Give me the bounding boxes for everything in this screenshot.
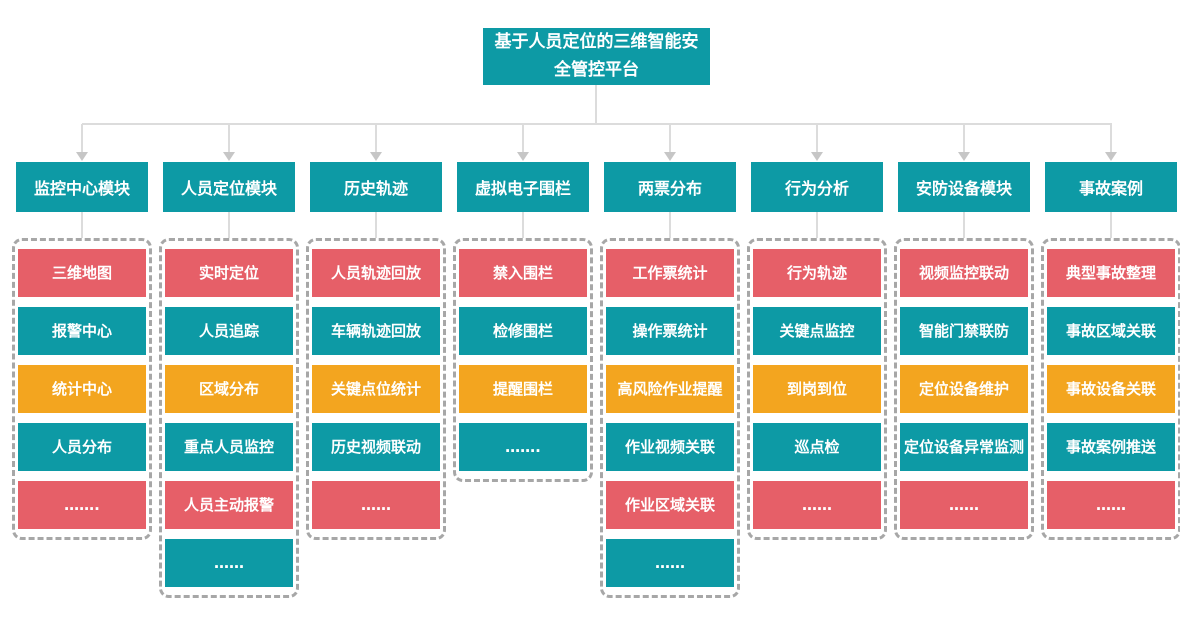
arrow-down-icon <box>76 152 88 161</box>
module-item: 实时定位 <box>165 249 293 297</box>
module-column: 行为分析 行为轨迹关键点监控到岗到位巡点检 …… <box>747 124 887 598</box>
drop-connector-line <box>816 124 818 152</box>
drop-connector-line <box>963 124 965 152</box>
module-item: 历史视频联动 <box>312 423 440 471</box>
column-items-container: 实时定位人员追踪区域分布重点人员监控人员主动报警 …… <box>159 238 299 598</box>
module-item: 定位设备维护 <box>900 365 1028 413</box>
column-items-container: 禁入围栏检修围栏提醒围栏 ……. <box>453 238 593 482</box>
header-stem-line <box>81 212 83 238</box>
header-stem-line <box>669 212 671 238</box>
column-header-1: 人员定位模块 <box>163 162 295 212</box>
module-item: 检修围栏 <box>459 307 587 355</box>
column-header-2: 历史轨迹 <box>310 162 442 212</box>
module-item: 区域分布 <box>165 365 293 413</box>
module-item: 重点人员监控 <box>165 423 293 471</box>
module-item: 智能门禁联防 <box>900 307 1028 355</box>
arrow-down-icon <box>1105 152 1117 161</box>
module-item: 车辆轨迹回放 <box>312 307 440 355</box>
header-stem-line <box>963 212 965 238</box>
module-column: 安防设备模块 视频监控联动智能门禁联防定位设备维护定位设备异常监测 …… <box>894 124 1034 598</box>
drop-connector-line <box>522 124 524 152</box>
module-item: 报警中心 <box>18 307 146 355</box>
column-header-0: 监控中心模块 <box>16 162 148 212</box>
drop-connector-line <box>1110 124 1112 152</box>
module-item: 到岗到位 <box>753 365 881 413</box>
module-column: 监控中心模块 三维地图报警中心统计中心人员分布 ……. <box>12 124 152 598</box>
column-items-container: 工作票统计操作票统计高风险作业提醒作业视频关联作业区域关联 …… <box>600 238 740 598</box>
module-item: 作业区域关联 <box>606 481 734 529</box>
module-item: 操作票统计 <box>606 307 734 355</box>
header-stem-line <box>1110 212 1112 238</box>
arrow-down-icon <box>223 152 235 161</box>
column-items-container: 人员轨迹回放车辆轨迹回放关键点位统计历史视频联动 …… <box>306 238 446 540</box>
module-item: …… <box>900 481 1028 529</box>
module-item: 工作票统计 <box>606 249 734 297</box>
drop-connector-line <box>81 124 83 152</box>
module-item: 关键点位统计 <box>312 365 440 413</box>
module-item: 人员轨迹回放 <box>312 249 440 297</box>
arrow-down-icon <box>517 152 529 161</box>
module-item: 典型事故整理 <box>1047 249 1175 297</box>
module-item: 禁入围栏 <box>459 249 587 297</box>
module-item: 人员分布 <box>18 423 146 471</box>
module-column: 事故案例 典型事故整理事故区域关联事故设备关联事故案例推送 …… <box>1041 124 1180 598</box>
module-column: 历史轨迹 人员轨迹回放车辆轨迹回放关键点位统计历史视频联动 …… <box>306 124 446 598</box>
module-column: 虚拟电子围栏 禁入围栏检修围栏提醒围栏 ……. <box>453 124 593 598</box>
drop-connector-line <box>228 124 230 152</box>
module-item: 人员追踪 <box>165 307 293 355</box>
column-header-3: 虚拟电子围栏 <box>457 162 589 212</box>
header-stem-line <box>522 212 524 238</box>
column-items-container: 典型事故整理事故区域关联事故设备关联事故案例推送 …… <box>1041 238 1180 540</box>
module-item: …… <box>1047 481 1175 529</box>
chart-title: 基于人员定位的三维智能安全管控平台 <box>483 28 710 85</box>
module-item: 关键点监控 <box>753 307 881 355</box>
title-stem-line <box>595 85 597 124</box>
header-stem-line <box>816 212 818 238</box>
column-items-container: 行为轨迹关键点监控到岗到位巡点检 …… <box>747 238 887 540</box>
module-item: ……. <box>18 481 146 529</box>
module-item: …… <box>753 481 881 529</box>
module-item: ……. <box>459 423 587 471</box>
column-items-container: 三维地图报警中心统计中心人员分布 ……. <box>12 238 152 540</box>
columns-row: 监控中心模块 三维地图报警中心统计中心人员分布……. 人员定位模块 实时定位人员… <box>12 124 1180 598</box>
module-item: 行为轨迹 <box>753 249 881 297</box>
drop-connector-line <box>375 124 377 152</box>
module-item: 作业视频关联 <box>606 423 734 471</box>
module-item: 统计中心 <box>18 365 146 413</box>
column-items-container: 视频监控联动智能门禁联防定位设备维护定位设备异常监测 …… <box>894 238 1034 540</box>
module-item: 事故区域关联 <box>1047 307 1175 355</box>
column-header-6: 安防设备模块 <box>898 162 1030 212</box>
arrow-down-icon <box>958 152 970 161</box>
horizontal-connector-line <box>82 123 1112 125</box>
module-item: 高风险作业提醒 <box>606 365 734 413</box>
module-item: 人员主动报警 <box>165 481 293 529</box>
header-stem-line <box>375 212 377 238</box>
module-item: 提醒围栏 <box>459 365 587 413</box>
module-item: …… <box>165 539 293 587</box>
header-stem-line <box>228 212 230 238</box>
module-item: 定位设备异常监测 <box>900 423 1028 471</box>
module-item: 巡点检 <box>753 423 881 471</box>
module-item: 三维地图 <box>18 249 146 297</box>
module-column: 人员定位模块 实时定位人员追踪区域分布重点人员监控人员主动报警 …… <box>159 124 299 598</box>
arrow-down-icon <box>664 152 676 161</box>
module-item: …… <box>312 481 440 529</box>
module-item: 事故设备关联 <box>1047 365 1175 413</box>
drop-connector-line <box>669 124 671 152</box>
module-column: 两票分布 工作票统计操作票统计高风险作业提醒作业视频关联作业区域关联 …… <box>600 124 740 598</box>
arrow-down-icon <box>370 152 382 161</box>
column-header-4: 两票分布 <box>604 162 736 212</box>
module-item: …… <box>606 539 734 587</box>
column-header-5: 行为分析 <box>751 162 883 212</box>
arrow-down-icon <box>811 152 823 161</box>
module-item: 事故案例推送 <box>1047 423 1175 471</box>
module-item: 视频监控联动 <box>900 249 1028 297</box>
column-header-7: 事故案例 <box>1045 162 1177 212</box>
